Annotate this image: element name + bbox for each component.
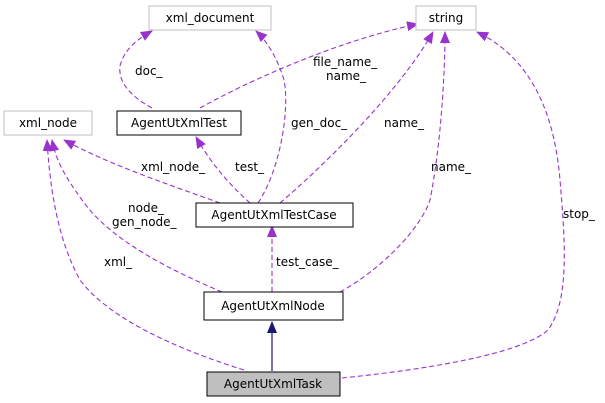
edge-file-name xyxy=(199,21,419,109)
label-xml: xml_ xyxy=(104,255,133,269)
label-name-case: name_ xyxy=(384,116,425,130)
label-name-test: name_ xyxy=(326,69,367,83)
label-node: node_ xyxy=(128,201,165,215)
edge-xml-node xyxy=(63,139,221,204)
edge-node xyxy=(49,139,223,293)
edge-name-case xyxy=(279,31,434,204)
node-xml-document[interactable]: xml_document xyxy=(148,5,272,31)
label-test-case: test_case_ xyxy=(276,255,340,269)
label-test: test_ xyxy=(235,160,265,174)
label-gen-node: gen_node_ xyxy=(112,215,178,229)
node-string-label: string xyxy=(429,11,463,25)
label-xml-node: xml_node_ xyxy=(141,160,206,174)
node-agent-ut-xml-task-label: AgentUtXmlTask xyxy=(224,377,322,391)
node-agent-ut-xml-node-label: AgentUtXmlNode xyxy=(221,299,325,313)
label-name-node: name_ xyxy=(431,160,472,174)
node-agent-ut-xml-node[interactable]: AgentUtXmlNode xyxy=(203,291,344,321)
label-stop: stop_ xyxy=(563,207,596,221)
edge-test xyxy=(195,136,251,204)
edge-name-node xyxy=(339,31,450,293)
label-gen-doc: gen_doc_ xyxy=(291,116,348,130)
label-file-name: file_name_ xyxy=(313,55,378,69)
edge-stop xyxy=(341,31,565,379)
edge-gen-doc xyxy=(255,30,287,204)
node-agent-ut-xml-task[interactable]: AgentUtXmlTask xyxy=(206,371,341,397)
label-doc: doc_ xyxy=(135,64,164,78)
node-agent-ut-xml-test[interactable]: AgentUtXmlTest xyxy=(116,110,242,136)
edge-doc xyxy=(119,30,153,109)
node-xml-node-label: xml_node xyxy=(19,116,77,130)
node-agent-ut-xml-test-case-label: AgentUtXmlTestCase xyxy=(211,208,336,222)
node-agent-ut-xml-test-label: AgentUtXmlTest xyxy=(131,116,227,130)
node-agent-ut-xml-test-case[interactable]: AgentUtXmlTestCase xyxy=(195,202,354,228)
node-string[interactable]: string xyxy=(415,5,477,31)
node-xml-document-label: xml_document xyxy=(166,11,255,25)
edge-xml xyxy=(42,139,245,371)
node-xml-node[interactable]: xml_node xyxy=(3,110,93,136)
